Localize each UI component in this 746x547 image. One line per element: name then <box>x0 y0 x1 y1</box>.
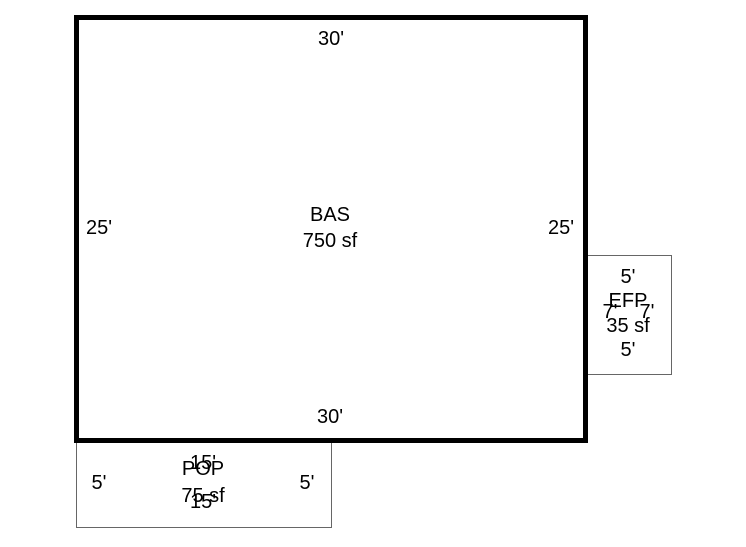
pop-area <box>76 443 332 528</box>
efp-code-label: EFP <box>608 290 648 312</box>
pop-bottom-dimension: 15' <box>189 491 217 513</box>
pop-left-dimension: 5' <box>91 472 107 494</box>
bas-area-label: 750 sf <box>302 230 358 252</box>
bas-bottom-dimension: 30' <box>316 406 344 428</box>
pop-right-dimension: 5' <box>299 472 315 494</box>
bas-top-dimension: 30' <box>317 28 345 50</box>
bas-right-dimension: 25' <box>547 217 575 239</box>
efp-area-label: 35 sf <box>606 315 650 337</box>
efp-left-dimension: 7' <box>602 301 618 323</box>
efp-top-dimension: 5' <box>620 266 636 288</box>
pop-area-label: 75 sf <box>181 485 225 507</box>
pop-code-label: POP <box>181 458 225 480</box>
efp-bottom-dimension: 5' <box>620 339 636 361</box>
pop-top-dimension: 15' <box>189 452 217 474</box>
bas-area <box>74 15 588 443</box>
efp-area <box>588 255 672 375</box>
bas-code-label: BAS <box>309 204 351 226</box>
efp-right-dimension: 7' <box>639 301 655 323</box>
bas-left-dimension: 25' <box>85 217 113 239</box>
